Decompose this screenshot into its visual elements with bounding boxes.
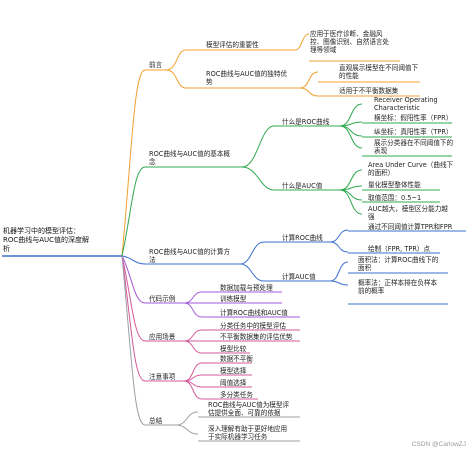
calc-line2: 法 bbox=[149, 256, 156, 264]
advantages-line2: 势 bbox=[206, 78, 213, 86]
calc-auc-2-line2: 前的概率 bbox=[358, 287, 385, 295]
connector-intro bbox=[121, 69, 146, 257]
calc-auc-1-line1: 面积法：计算ROC曲线下的 bbox=[358, 256, 439, 264]
node-summary: 总结 bbox=[149, 417, 163, 425]
node-calc-auc: 计算AUC值 bbox=[282, 273, 316, 281]
node-apps-2: 不平衡数据集的评估优势 bbox=[220, 333, 293, 341]
connector-code bbox=[121, 255, 146, 304]
node-apps-1: 分类任务中的模型评估 bbox=[220, 322, 286, 330]
node-calc-auc-1: 面积法：计算ROC曲线下的 面积 bbox=[358, 256, 438, 272]
node-roc-what: 什么是ROC曲线 bbox=[282, 118, 330, 126]
node-concepts: ROC曲线与AUC值的基本概 念 bbox=[149, 150, 230, 166]
watermark: CSDN @CarlowZJ bbox=[411, 441, 466, 448]
node-calc-roc-2: 绘制（FPR, TPR）点 bbox=[368, 245, 431, 253]
node-calc-roc: 计算ROC曲线 bbox=[282, 234, 323, 242]
roc-def-line1: Receiver Operating bbox=[374, 96, 438, 104]
node-roc-x: 横坐标：假阳性率（FPR） bbox=[374, 114, 453, 122]
root-title-line3: 析 bbox=[3, 245, 10, 253]
node-roc-y: 纵坐标：真阳性率（TPR） bbox=[374, 128, 453, 136]
node-notes-1: 数据不平衡 bbox=[220, 355, 253, 363]
node-code-1: 数据加载与预处理 bbox=[220, 284, 273, 292]
node-summary-1: ROC曲线与AUC值为模型评 估提供全面、可靠的依据 bbox=[208, 401, 289, 417]
root-title-line2: ROC曲线与AUC值的深度解 bbox=[3, 236, 90, 244]
advantage-1-line1: 直观展示模型在不同阈值下 bbox=[339, 64, 419, 72]
connector-concepts bbox=[121, 166, 146, 257]
advantage-1-line2: 的性能 bbox=[339, 72, 359, 80]
node-intro: 前言 bbox=[149, 61, 163, 69]
node-advantage-2: 适用于不平衡数据集 bbox=[339, 87, 399, 95]
summary-2-line2: 于实际机器学习任务 bbox=[208, 433, 268, 441]
connector-summary bbox=[121, 255, 146, 426]
node-code: 代码示例 bbox=[149, 295, 176, 303]
connector-apps bbox=[121, 255, 146, 342]
node-calc-auc-2: 概率法：正样本排在负样本 前的概率 bbox=[358, 279, 437, 295]
node-notes: 注意事项 bbox=[149, 373, 176, 381]
node-calc-roc-1: 通过不同阈值计算TPR和FPR bbox=[368, 223, 453, 231]
node-notes-4: 多分类任务 bbox=[220, 391, 253, 399]
node-code-2: 训练模型 bbox=[220, 295, 247, 303]
calc-line1: ROC曲线与AUC值的计算方 bbox=[149, 248, 231, 256]
auc-larger-line1: AUC越大，模型区分能力越 bbox=[368, 205, 448, 213]
auc-def-line2: 的面积） bbox=[368, 169, 395, 177]
auc-larger-line2: 强 bbox=[368, 213, 375, 221]
roc-def-line2: Characteristic bbox=[374, 104, 420, 112]
node-auc-range: 取值范围：0.5~1 bbox=[368, 194, 422, 202]
connector-calc bbox=[121, 255, 146, 265]
concepts-line2: 念 bbox=[149, 158, 156, 166]
node-auc-def: Area Under Curve（曲线下 的面积） bbox=[368, 161, 453, 177]
connector-notes bbox=[121, 255, 146, 382]
root-title-line1: 机器学习中的模型评估： bbox=[3, 227, 80, 235]
node-auc-quantify: 量化模型整体性能 bbox=[368, 181, 421, 189]
roc-show-line1: 展示分类器在不同阈值下的 bbox=[374, 139, 454, 147]
auc-def-line1: Area Under Curve（曲线下 bbox=[368, 161, 454, 169]
calc-auc-1-line2: 面积 bbox=[358, 264, 372, 272]
importance-detail-line3: 理等领域 bbox=[310, 46, 337, 54]
importance-detail-line1: 应用于医疗诊断、金融风 bbox=[310, 30, 383, 38]
node-notes-3: 阈值选择 bbox=[220, 379, 247, 387]
advantages-line1: ROC曲线与AUC值的独特优 bbox=[206, 70, 288, 78]
node-apps: 应用场景 bbox=[149, 333, 176, 341]
node-notes-2: 模型选择 bbox=[220, 367, 247, 375]
roc-show-line2: 表现 bbox=[374, 147, 388, 155]
summary-2-line1: 深入理解有助于更好地应用 bbox=[208, 425, 288, 433]
concepts-line1: ROC曲线与AUC值的基本概 bbox=[149, 150, 231, 158]
node-summary-2: 深入理解有助于更好地应用 于实际机器学习任务 bbox=[208, 425, 287, 441]
calc-auc-2-line1: 概率法：正样本排在负样本 bbox=[358, 279, 438, 287]
node-advantages: ROC曲线与AUC值的独特优 势 bbox=[206, 70, 287, 86]
importance-detail-line2: 控、图像识别、自然语言处 bbox=[310, 38, 390, 46]
root-title: 机器学习中的模型评估： ROC曲线与AUC值的深度解 析 bbox=[3, 227, 89, 254]
node-importance-detail: 应用于医疗诊断、金融风 控、图像识别、自然语言处 理等领域 bbox=[310, 30, 389, 54]
node-roc-def: Receiver Operating Characteristic bbox=[374, 96, 438, 112]
node-importance: 模型评估的重要性 bbox=[206, 41, 259, 49]
node-roc-show: 展示分类器在不同阈值下的 表现 bbox=[374, 139, 453, 155]
node-apps-3: 模型比较 bbox=[220, 345, 247, 353]
node-calc: ROC曲线与AUC值的计算方 法 bbox=[149, 248, 230, 264]
node-advantage-1: 直观展示模型在不同阈值下 的性能 bbox=[339, 64, 418, 80]
node-code-3: 计算ROC曲线和AUC值 bbox=[220, 309, 288, 317]
summary-1-line2: 估提供全面、可靠的依据 bbox=[208, 409, 281, 417]
node-auc-what: 什么是AUC值 bbox=[282, 182, 323, 190]
node-auc-larger: AUC越大，模型区分能力越 强 bbox=[368, 205, 448, 221]
summary-1-line1: ROC曲线与AUC值为模型评 bbox=[208, 401, 290, 409]
